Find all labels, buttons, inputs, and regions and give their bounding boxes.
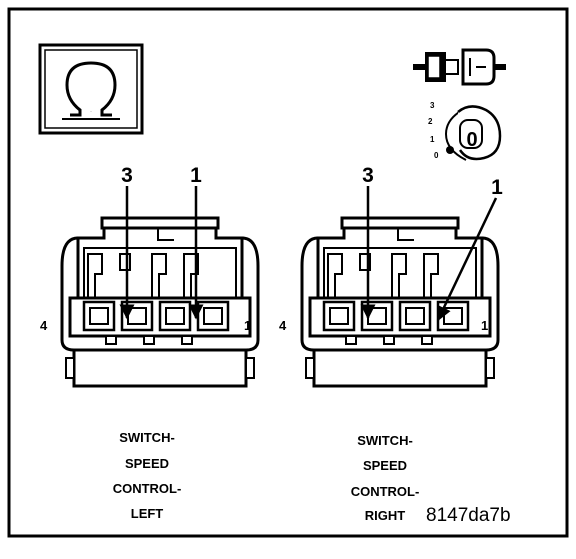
connector-right <box>300 216 500 388</box>
label-left-line-4: LEFT <box>131 506 164 521</box>
figure-code: 8147da7b <box>426 505 511 526</box>
ignition-position-1: 1 <box>430 135 435 144</box>
callout-arrow-right-1 <box>436 197 498 322</box>
callout-left-1: 1 <box>190 164 202 187</box>
label-right-line-2: SPEED <box>363 458 407 473</box>
callout-right-1: 1 <box>491 176 503 199</box>
connector-label-right: SWITCH- SPEED CONTROL- RIGHT <box>351 433 420 523</box>
ignition-position-3: 3 <box>430 101 435 110</box>
pin-label-right-4: 4 <box>279 318 287 333</box>
ohm-glyph-icon <box>65 61 117 117</box>
pin-label-right-1: 1 <box>481 318 488 333</box>
ohmmeter-symbol: Ω <box>38 43 144 135</box>
disconnected-connector-icon <box>413 48 506 86</box>
connector-label-left: SWITCH- SPEED CONTROL- LEFT <box>113 430 182 521</box>
ignition-key-icon: 3 2 1 0 0 <box>428 101 502 161</box>
label-left-line-1: SWITCH- <box>119 430 175 445</box>
label-right-line-4: RIGHT <box>365 508 406 523</box>
ignition-key-position: 0 <box>466 129 477 151</box>
label-left-line-3: CONTROL- <box>113 481 182 496</box>
pin-label-left-4: 4 <box>40 318 48 333</box>
ohm-symbol-text: Ω <box>91 111 92 113</box>
pin-label-left-1: 1 <box>244 318 251 333</box>
ignition-position-2: 2 <box>428 117 433 126</box>
callout-left-3: 3 <box>121 164 133 187</box>
ignition-position-0: 0 <box>434 151 439 160</box>
label-right-line-1: SWITCH- <box>357 433 413 448</box>
label-left-line-2: SPEED <box>125 456 169 471</box>
callout-right-3: 3 <box>362 164 374 187</box>
label-right-line-3: CONTROL- <box>351 484 420 499</box>
connector-left <box>60 216 260 388</box>
